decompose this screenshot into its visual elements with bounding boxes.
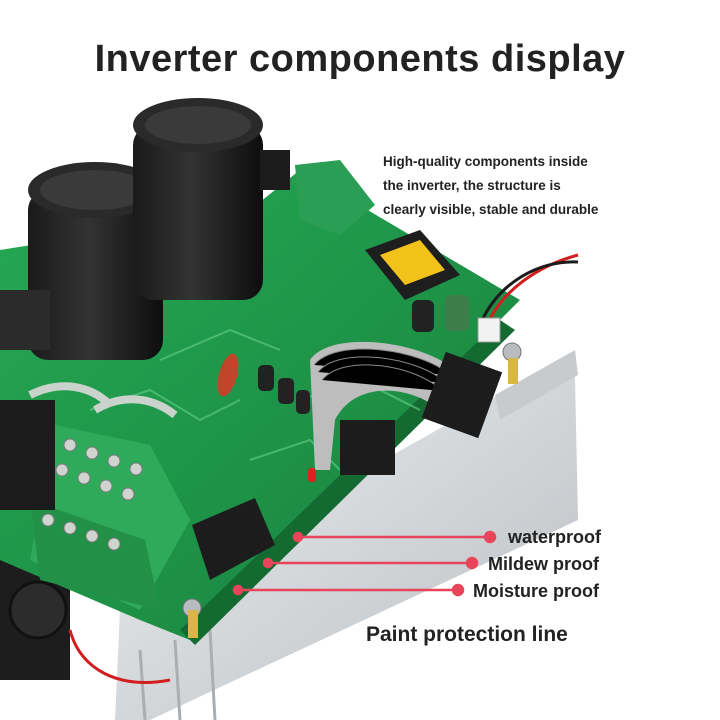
description-line: High-quality components inside: [383, 154, 588, 169]
callout-waterproof: waterproof: [508, 527, 602, 547]
electrolytic-capacitors: [28, 98, 263, 360]
standoff: [188, 610, 198, 638]
description-text: High-quality components inside the inver…: [383, 150, 683, 222]
callout-lines: [232, 530, 497, 597]
power-terminal: [0, 400, 55, 510]
daughter-board: [260, 150, 375, 235]
transformer: [365, 230, 460, 300]
description-line: clearly visible, stable and durable: [383, 202, 599, 217]
heatsink: [115, 350, 578, 720]
black-wire: [478, 260, 579, 326]
red-wire: [483, 253, 579, 331]
relay-module: [192, 498, 275, 580]
led-indicator: [308, 468, 316, 482]
wire-connector: [477, 317, 501, 343]
ribbon-cable: [310, 341, 503, 475]
page-title: Inverter components display: [94, 38, 626, 80]
standoff: [508, 358, 518, 384]
terminal-block: [30, 425, 190, 610]
description-line: the inverter, the structure is: [383, 178, 561, 193]
small-capacitors: [217, 295, 469, 414]
relay: [0, 290, 50, 350]
callout-moisture-proof: Moisture proof: [473, 581, 599, 601]
red-wire: [68, 629, 171, 685]
callout-mildew-proof: Mildew proof: [488, 554, 599, 574]
paint-protection-label: Paint protection line: [366, 623, 568, 646]
